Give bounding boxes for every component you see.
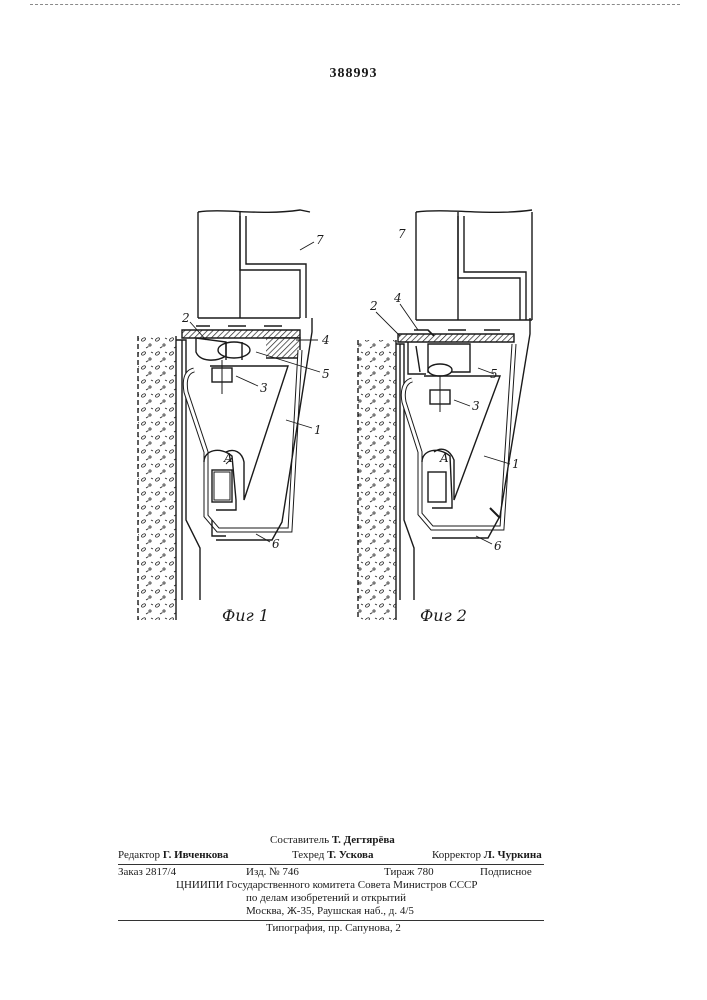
- edition-number: Изд. № 746: [246, 866, 299, 878]
- editor-line: Редактор Г. Ивченкова: [118, 849, 228, 861]
- fig1-label-1: 1: [314, 423, 322, 437]
- fig1-label-3: 3: [260, 381, 268, 395]
- order-number: Заказ 2817/4: [118, 866, 176, 878]
- print-run: Тираж 780: [384, 866, 434, 878]
- fig2-label-7: 7: [398, 227, 406, 241]
- techred-line: Техред Т. Ускова: [292, 849, 374, 861]
- subscription: Подписное: [480, 866, 532, 878]
- corrector-line: Корректор Л. Чуркина: [432, 849, 542, 861]
- footer-rule-2: [118, 920, 544, 921]
- corrector-label: Корректор: [432, 849, 481, 861]
- editor-label: Редактор: [118, 849, 160, 861]
- compiler-name: Т. Дегтярёва: [332, 834, 395, 846]
- fig2-label-A: A: [439, 451, 449, 465]
- footer-rule-1: [118, 864, 544, 865]
- fig1-label-2: 2: [181, 311, 190, 325]
- fig2-label-4: 4: [393, 291, 402, 305]
- fig2-label-3: 3: [472, 399, 480, 413]
- fig2-label-6: 6: [494, 539, 502, 553]
- address: Москва, Ж-35, Раушская наб., д. 4/5: [246, 905, 414, 917]
- fig1-label-6: 6: [272, 537, 280, 551]
- techred-name: Т. Ускова: [327, 849, 373, 861]
- fig1-label-A: A: [223, 451, 233, 465]
- fig2-label-5: 5: [490, 367, 498, 381]
- figure-2: [358, 210, 532, 620]
- fig1-label-7: 7: [316, 233, 324, 247]
- compiler-label: Составитель: [270, 834, 329, 846]
- figure-1: [138, 210, 320, 620]
- figure-1-caption: Фиг 1: [222, 606, 269, 625]
- org-line-1: ЦНИИПИ Государственного комитета Совета …: [176, 879, 478, 891]
- printer: Типография, пр. Сапунова, 2: [266, 922, 401, 934]
- corrector-name: Л. Чуркина: [484, 849, 542, 861]
- fig1-label-5: 5: [322, 367, 330, 381]
- fig1-label-4: 4: [321, 333, 330, 347]
- figure-1-labels: 2 4 5 3 1 6 7 A: [181, 233, 330, 551]
- compiler-line: Составитель Т. Дегтярёва: [270, 834, 395, 846]
- techred-label: Техред: [292, 849, 324, 861]
- figure-2-caption: Фиг 2: [420, 606, 467, 625]
- fig2-label-2: 2: [369, 299, 378, 313]
- fig2-label-1: 1: [512, 457, 520, 471]
- editor-name: Г. Ивченкова: [163, 849, 229, 861]
- org-line-2: по делам изобретений и открытий: [246, 892, 406, 904]
